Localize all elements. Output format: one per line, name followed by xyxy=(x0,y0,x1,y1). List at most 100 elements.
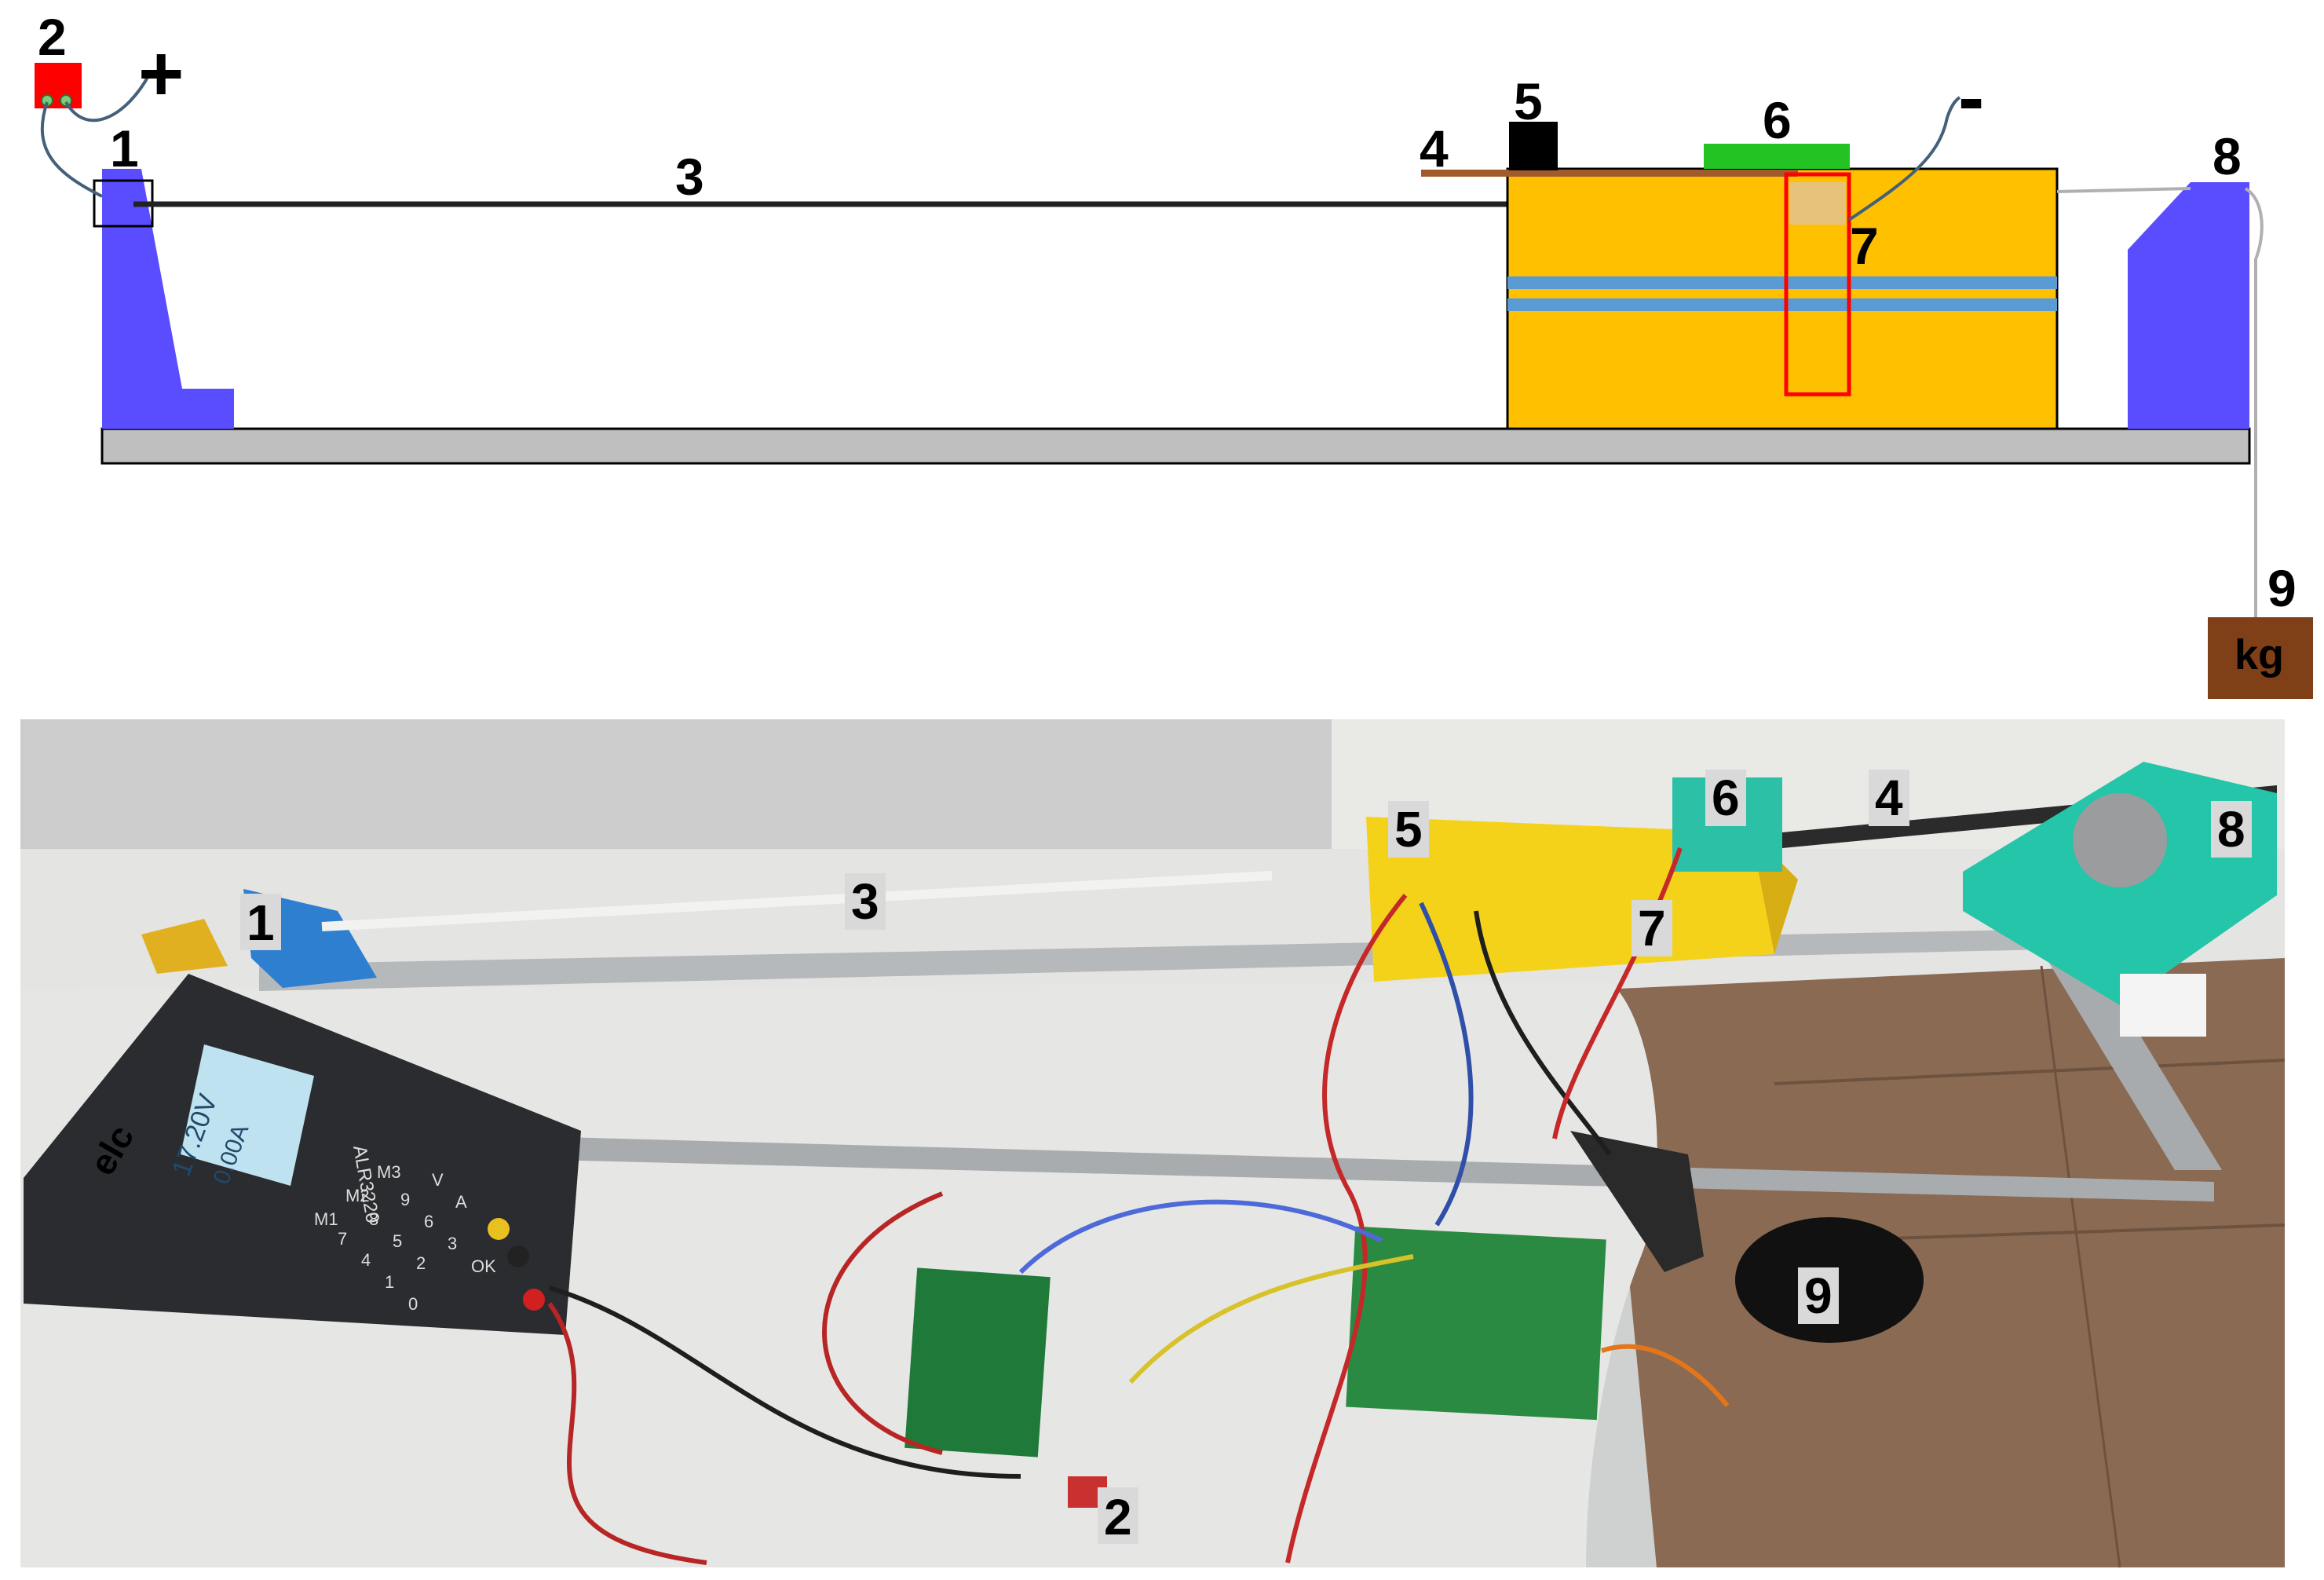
psu-key: OK xyxy=(471,1256,496,1276)
label-bg xyxy=(845,873,886,930)
power-supply-unit xyxy=(24,974,581,1335)
label-8: 8 xyxy=(2213,127,2242,185)
frame-rail xyxy=(330,1131,2214,1201)
positive-lead xyxy=(64,74,151,123)
psu-keypad: M1 M2 M3 7 8 9 V 4 5 6 A 1 2 3 0 OK xyxy=(314,1162,496,1314)
photo-label-6: 6 xyxy=(1705,770,1746,826)
pulley-wheel xyxy=(2073,793,2167,887)
pulley-cable xyxy=(2244,187,2264,617)
label-3: 3 xyxy=(675,148,704,206)
photo-number-2: 2 xyxy=(1104,1489,1132,1545)
photo-label-9: 9 xyxy=(1798,1267,1839,1324)
controller-board xyxy=(1346,1226,1606,1421)
photo-label-7: 7 xyxy=(1632,900,1672,956)
label-bg xyxy=(1798,1267,1839,1324)
positive-lead xyxy=(40,101,103,198)
psu-key: A xyxy=(455,1192,467,1212)
cable-red xyxy=(1552,847,1683,1139)
psu-terminal xyxy=(488,1218,510,1240)
gauge-frame xyxy=(1784,172,1851,397)
photo-number-1: 1 xyxy=(247,894,275,951)
mass-holder xyxy=(1570,1131,1704,1272)
label-bg xyxy=(1705,770,1746,826)
photo-wire xyxy=(321,871,1273,931)
psu-key: 6 xyxy=(424,1212,433,1231)
cable-red xyxy=(547,1302,707,1565)
label-bg xyxy=(1388,801,1429,858)
mass-block xyxy=(2208,617,2313,699)
floor-seam xyxy=(1774,1059,2286,1085)
label-bg xyxy=(1098,1487,1138,1544)
cable-black xyxy=(549,1286,1021,1479)
psu-terminal xyxy=(523,1289,545,1311)
photo-number-9: 9 xyxy=(1804,1267,1833,1324)
label-bg xyxy=(240,894,281,950)
label-9: 9 xyxy=(2267,559,2297,617)
strip xyxy=(1421,170,1798,177)
mass-unit-label: kg xyxy=(2234,631,2284,678)
label-7: 7 xyxy=(1850,217,1879,275)
photo-label-8: 8 xyxy=(2211,801,2252,858)
test-bench-schematic: 2 + 1 3 4 5 6 - 7 8 9 kg xyxy=(35,8,2313,699)
label-bg xyxy=(1869,770,1909,826)
negative-lead xyxy=(1847,96,1961,221)
terminal-dot xyxy=(60,94,72,107)
psu-key: M3 xyxy=(377,1162,401,1182)
cable-black xyxy=(1474,910,1612,1156)
photo-number-7: 7 xyxy=(1638,900,1666,956)
psu-key: V xyxy=(432,1170,444,1190)
photo-label-2: 2 xyxy=(1098,1487,1138,1545)
floor-seam xyxy=(2040,965,2121,1568)
guide-rod xyxy=(1507,276,2057,289)
driver-board xyxy=(904,1267,1051,1457)
cable-yellow xyxy=(1128,1254,1414,1384)
pulley-bracket xyxy=(2120,974,2206,1037)
cable-red xyxy=(822,1191,944,1455)
yellow-clip xyxy=(141,919,228,974)
cable-blue xyxy=(1419,902,1474,1227)
guide-rod xyxy=(1507,298,2057,311)
psu-key: 0 xyxy=(408,1294,418,1314)
photo-label-5: 5 xyxy=(1388,801,1429,858)
cable-blue xyxy=(1018,1199,1383,1275)
label-6: 6 xyxy=(1763,91,1792,149)
psu-key: 5 xyxy=(393,1231,402,1251)
psu-terminal xyxy=(507,1245,529,1267)
label-5: 5 xyxy=(1514,72,1543,130)
label-bg xyxy=(1632,900,1672,956)
left-support xyxy=(102,169,234,429)
psu-key: 7 xyxy=(338,1229,347,1249)
base-rail xyxy=(100,427,2251,465)
label-minus: - xyxy=(1958,53,1984,141)
wall-white xyxy=(20,719,1332,849)
photo-label-3: 3 xyxy=(845,873,886,930)
green-sensor xyxy=(1704,144,1850,169)
psu-key: 9 xyxy=(400,1190,410,1209)
photo-label-4: 4 xyxy=(1869,770,1909,826)
label-2: 2 xyxy=(38,8,67,66)
psu-key: 4 xyxy=(361,1250,371,1270)
photo-number-3: 3 xyxy=(851,873,879,930)
psu-key: M1 xyxy=(314,1209,338,1229)
photo-number-6: 6 xyxy=(1712,770,1740,826)
photo-label-1: 1 xyxy=(240,894,281,951)
wood-floor xyxy=(1602,958,2285,1567)
photo-number-4: 4 xyxy=(1875,770,1903,826)
psu-key: 8 xyxy=(369,1209,378,1229)
cable-orange xyxy=(1601,1344,1730,1407)
right-support xyxy=(2128,182,2249,429)
photo-number-5: 5 xyxy=(1394,801,1423,858)
psu-display xyxy=(181,1044,314,1186)
photo-number-8: 8 xyxy=(2217,801,2245,858)
black-block xyxy=(1509,122,1558,170)
label-plus: + xyxy=(138,30,184,118)
gauge-cell xyxy=(1789,182,1846,225)
label-1: 1 xyxy=(110,119,139,177)
pulley-cable xyxy=(2056,187,2191,193)
psu-key: 1 xyxy=(385,1272,394,1292)
psu-key: 3 xyxy=(448,1234,457,1253)
frame-rail xyxy=(2041,950,2222,1170)
label-bg xyxy=(2211,801,2252,858)
cable-red xyxy=(1285,894,1408,1564)
